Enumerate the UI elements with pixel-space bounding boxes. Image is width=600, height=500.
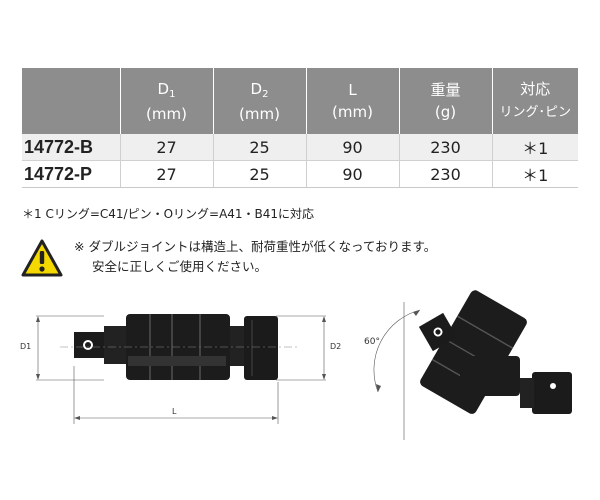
l-cell: 90 xyxy=(306,134,400,161)
ring-pin-cell: ＊1 xyxy=(492,160,578,188)
ring-pin-cell: ＊1 xyxy=(492,134,578,161)
header-l: L (mm) xyxy=(306,68,400,134)
label-angle: 60° xyxy=(364,337,380,347)
weight-cell: 230 xyxy=(399,160,493,188)
side-view: D1 D2 L xyxy=(20,314,341,424)
d1-cell: 27 xyxy=(120,134,214,161)
d1-cell: 27 xyxy=(120,160,214,188)
label-d2: D2 xyxy=(330,342,341,351)
header-ring-pin: 対応 リング･ピン xyxy=(492,68,578,134)
label-d1: D1 xyxy=(20,342,31,351)
warning-line-1: ※ ダブルジョイントは構造上、耐荷重性が低くなっております。 xyxy=(74,239,437,254)
header-model xyxy=(22,68,121,134)
warning-line-2: 安全に正しくご使用ください。 xyxy=(92,259,268,274)
header-d2: D2 (mm) xyxy=(213,68,307,134)
model-cell: 14772-B xyxy=(22,134,121,161)
label-l: L xyxy=(172,407,177,416)
l-cell: 90 xyxy=(306,160,400,188)
warning-triangle-icon xyxy=(21,239,63,277)
angled-view: 60° xyxy=(364,290,572,440)
product-diagram: D1 D2 L 60° xyxy=(20,290,572,440)
spec-table: D1 (mm) D2 (mm) L (mm) 重量 (g) 対応 リング･ピン … xyxy=(22,68,578,188)
table-header-row: D1 (mm) D2 (mm) L (mm) 重量 (g) 対応 リング･ピン xyxy=(22,68,578,134)
table-row: 14772-B 27 25 90 230 ＊1 xyxy=(22,134,578,161)
weight-cell: 230 xyxy=(399,134,493,161)
header-d1: D1 (mm) xyxy=(120,68,214,134)
model-cell: 14772-P xyxy=(22,160,121,188)
d2-cell: 25 xyxy=(213,160,307,188)
warning-text: ※ ダブルジョイントは構造上、耐荷重性が低くなっております。 安全に正しくご使用… xyxy=(74,237,436,277)
footnote: ＊1 Cリング=C41/ピン・Oリング=A41・B41に対応 xyxy=(22,207,315,221)
d2-cell: 25 xyxy=(213,134,307,161)
header-weight: 重量 (g) xyxy=(399,68,493,134)
table-row: 14772-P 27 25 90 230 ＊1 xyxy=(22,160,578,188)
